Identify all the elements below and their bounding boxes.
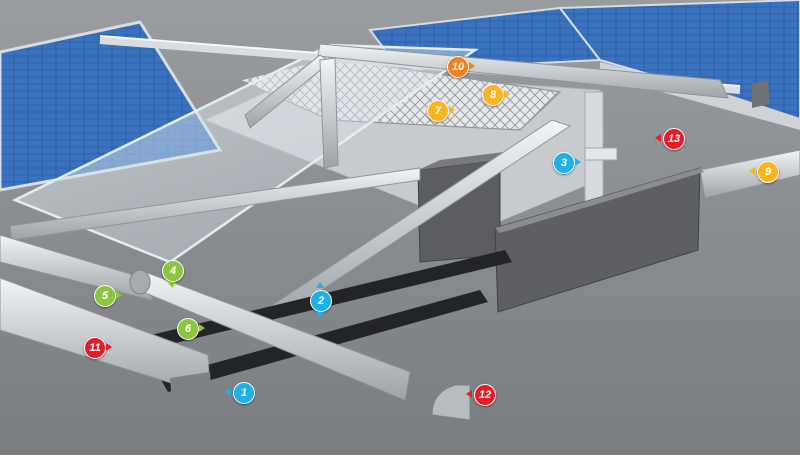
callout-number: 3 [553, 152, 575, 174]
callout-number: 6 [177, 318, 199, 340]
end-cap-top [752, 80, 770, 108]
transparent-module [11, 43, 479, 264]
callout-number: 10 [447, 56, 469, 78]
top-cross-rail [317, 43, 729, 99]
ballast-block-middle-top [418, 150, 520, 170]
callout-pointer-icon [575, 158, 581, 166]
callout-number: 9 [757, 161, 779, 183]
end-cap-front [431, 384, 471, 421]
callout-number: 13 [663, 128, 685, 150]
rear-post-clamp [584, 147, 618, 161]
front-rail-left [0, 234, 153, 301]
left-rear-rail [9, 167, 421, 241]
callout-number: 4 [162, 260, 184, 282]
callout-pointer-icon [466, 390, 472, 398]
ballast-block-front-top [495, 168, 704, 233]
front-cross-rail-bottom [170, 372, 212, 402]
rail-joint [129, 269, 151, 295]
callout-pointer-icon [225, 388, 231, 396]
callout-pointer-icon [749, 167, 755, 175]
vertical-strut-center [319, 57, 339, 169]
callout-pointer-icon [316, 282, 324, 288]
callout-number: 12 [474, 384, 496, 406]
callout-number: 11 [84, 337, 106, 359]
callout-number: 5 [94, 285, 116, 307]
callout-pointer-icon [316, 312, 324, 318]
callout-pointer-icon [469, 62, 475, 70]
callout-pointer-icon [116, 291, 122, 299]
callout-number: 2 [310, 290, 332, 312]
callout-pointer-icon [655, 134, 661, 142]
callout-pointer-icon [106, 343, 112, 351]
callout-pointer-icon [199, 324, 205, 332]
callout-pointer-icon [504, 90, 510, 98]
callout-pointer-icon [449, 106, 455, 114]
callout-number: 7 [427, 100, 449, 122]
callout-number: 1 [233, 382, 255, 404]
callout-pointer-icon [168, 282, 176, 288]
callout-number: 8 [482, 84, 504, 106]
